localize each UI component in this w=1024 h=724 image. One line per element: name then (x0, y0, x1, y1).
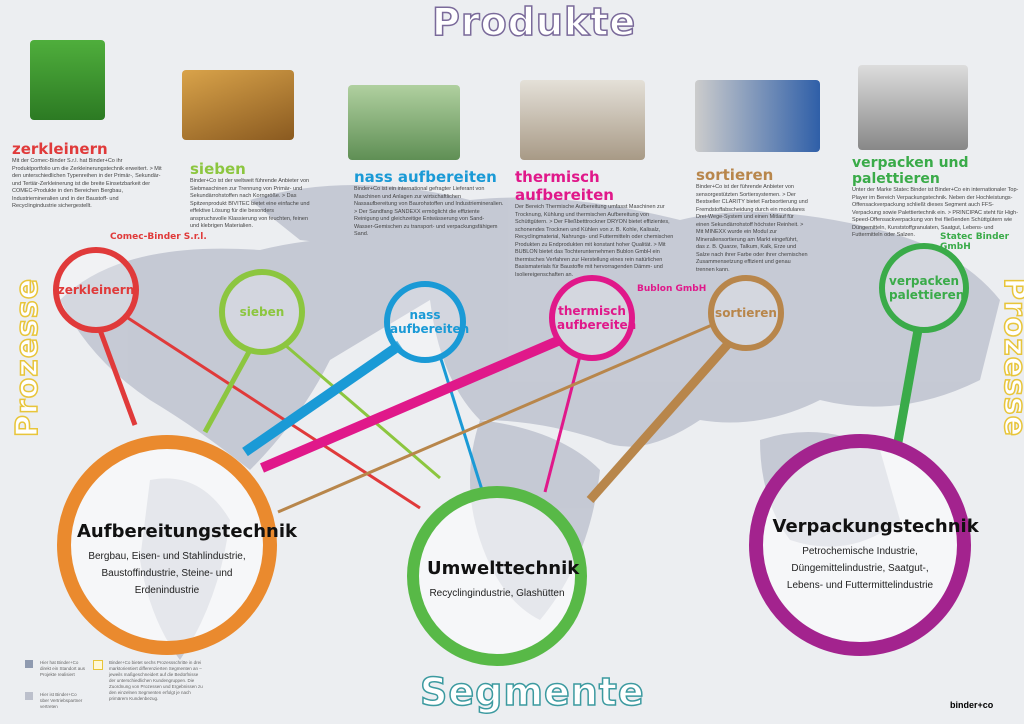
product-title: sortieren (696, 166, 774, 184)
segment-text: Bergbau, Eisen- und Stahlindustrie, Baus… (88, 551, 246, 596)
segment-circle-umwelt (407, 486, 587, 666)
process-circle-thermisch (549, 275, 635, 361)
link-sieben-aufbereitung (202, 348, 253, 434)
packer-image (858, 65, 968, 150)
binder-co-logo: binder+co (950, 700, 994, 710)
link-zerkleinern-aufbereitung (97, 329, 138, 426)
crusher-image (30, 40, 105, 120)
legend-swatch-process (93, 660, 103, 670)
legend-text: Hier hat Binder+Co direkt ein Standort a… (40, 660, 86, 677)
product-verpacken: verpacken und palettieren Unter der Mark… (852, 155, 1020, 240)
process-circle-verpacken (879, 243, 969, 333)
product-thermisch: thermisch aufbereiten Der Bereich Thermi… (515, 168, 680, 279)
process-label-nass: nass aufbereiten (390, 308, 470, 336)
segment-verpackung: Verpackungstechnik Petrochemische Indust… (772, 516, 979, 594)
product-zerkleinern: zerkleinern Mit der Comec-Binder S.r.l. … (12, 140, 162, 211)
product-title: thermisch aufbereiten (515, 168, 614, 204)
segment-title: Umwelttechnik (427, 558, 580, 579)
segment-text: Petrochemische Industrie, Düngemittelind… (786, 546, 934, 591)
segment-text: Recyclingindustrie, Glashütten (429, 588, 565, 599)
product-text: Binder+Co ist der weltweit führende Anbi… (190, 178, 310, 229)
product-text: Binder+Co ist der führende Anbieter von … (696, 184, 808, 273)
process-label-sieben: sieben (239, 305, 285, 319)
dryer-image (520, 80, 645, 160)
product-title: zerkleinern (12, 140, 108, 158)
product-text: Binder+Co ist ein international gefragte… (354, 186, 504, 237)
product-sieben: sieben Binder+Co ist der weltweit führen… (190, 160, 310, 231)
legend-text: Hier ist Binder+Co über Vertriebspartner… (40, 692, 83, 709)
product-title: nass aufbereiten (354, 168, 497, 186)
link-sortieren-umwelt (586, 341, 732, 503)
company-statec: Statec Binder GmbH (940, 232, 1010, 252)
segment-circle-aufbereitung (57, 435, 277, 655)
product-title: sieben (190, 160, 246, 178)
process-label-sortieren: sortieren (715, 306, 777, 320)
process-circle-nass (384, 281, 466, 363)
process-label-verpacken: verpacken palettieren (889, 274, 965, 302)
link-thermisch-aufbereitung (260, 335, 562, 473)
screen-image (182, 70, 294, 140)
segment-title: Aufbereitungstechnik (77, 521, 298, 542)
process-circle-zerkleinern (53, 247, 139, 333)
link-sortieren-aufbereitung (277, 323, 713, 514)
process-label-thermisch: thermisch aufbereiten (557, 304, 637, 332)
link-nass-aufbereitung (242, 340, 403, 457)
wet-processing-image (348, 85, 460, 160)
process-circle-sortieren (708, 275, 784, 351)
link-verpacken-verpackung (893, 329, 923, 443)
product-sortieren: sortieren Binder+Co ist der führende Anb… (696, 166, 808, 274)
product-text: Der Bereich Thermische Aufbereitung umfa… (515, 204, 674, 278)
sorter-image (695, 80, 820, 152)
segment-aufbereitung: Aufbereitungstechnik Bergbau, Eisen- und… (77, 521, 298, 599)
product-title: verpacken und palettieren (852, 155, 969, 187)
process-circle-sieben (219, 269, 305, 355)
segment-circle-verpackung (749, 434, 971, 656)
product-nass: nass aufbereiten Binder+Co ist ein inter… (354, 168, 504, 239)
legend-swatch-partner (25, 692, 33, 700)
link-nass-umwelt (438, 355, 484, 491)
link-thermisch-umwelt (543, 355, 582, 493)
segment-title: Verpackungstechnik (772, 516, 979, 537)
product-text: Unter der Marke Statec Binder ist Binder… (852, 187, 1019, 238)
legend-text: Binder+Co bietet sechs Prozessschritte i… (109, 660, 203, 701)
link-zerkleinern-umwelt (127, 316, 421, 510)
process-label-zerkleinern: zerkleinern (57, 283, 135, 297)
footer-title: Segmente (419, 669, 645, 715)
legend-swatch-direct (25, 660, 33, 668)
product-text: Mit der Comec-Binder S.r.l. hat Binder+C… (12, 158, 162, 209)
link-sieben-umwelt (284, 343, 441, 480)
header-title: Produkte (431, 0, 637, 45)
segment-umwelt: Umwelttechnik Recyclingindustrie, Glashü… (427, 558, 580, 602)
company-bublon: Bublon GmbH (637, 284, 707, 294)
company-comec: Comec-Binder S.r.l. (110, 232, 207, 242)
